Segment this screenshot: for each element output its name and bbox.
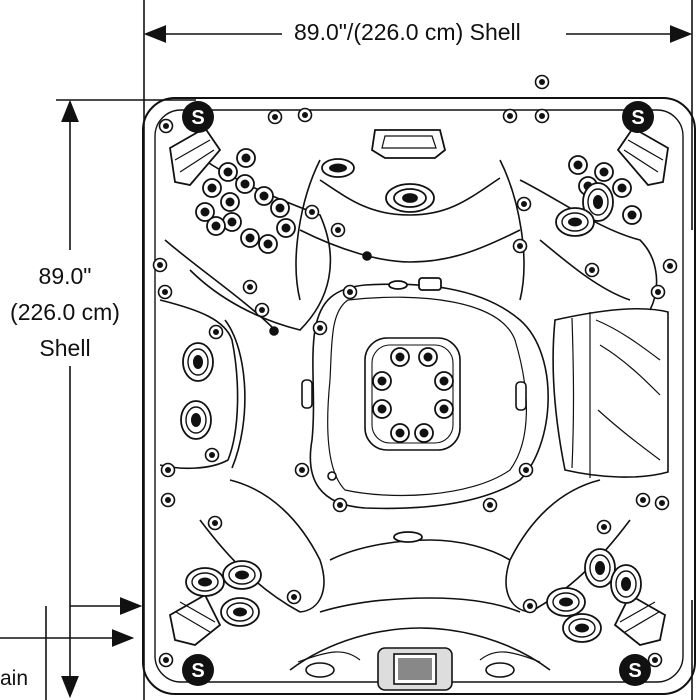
shell-height-cm: (226.0 cm): [10, 299, 120, 325]
drain-label: ain: [0, 667, 29, 690]
seat-marker-top-left: S: [182, 101, 214, 133]
seat-markers: S S S S: [182, 101, 654, 686]
shell-width-label: 89.0"/(226.0 cm) Shell: [290, 21, 525, 44]
side-valves: [269, 251, 527, 481]
seat-marker-label: S: [631, 107, 644, 129]
filter-housing: [321, 129, 447, 543]
shell-height-caption: Shell: [39, 335, 91, 361]
seat-marker-label: S: [191, 107, 204, 129]
control-panel: [305, 647, 515, 691]
shell-height-label: 89.0" (226.0 cm) Shell: [0, 258, 130, 366]
jets: [152, 74, 678, 668]
seat-contours: [159, 149, 669, 671]
seat-marker-bottom-right: S: [619, 654, 651, 686]
seat-marker-label: S: [191, 660, 204, 682]
headrest-pillows: [168, 126, 669, 646]
jet-cluster-center: [372, 347, 454, 443]
seat-marker-top-right: S: [622, 101, 654, 133]
seat-marker-label: S: [628, 660, 641, 682]
jet-cluster-left: [180, 342, 214, 440]
seat-marker-bottom-left: S: [182, 654, 214, 686]
shell-height-inches: 89.0": [38, 263, 92, 289]
